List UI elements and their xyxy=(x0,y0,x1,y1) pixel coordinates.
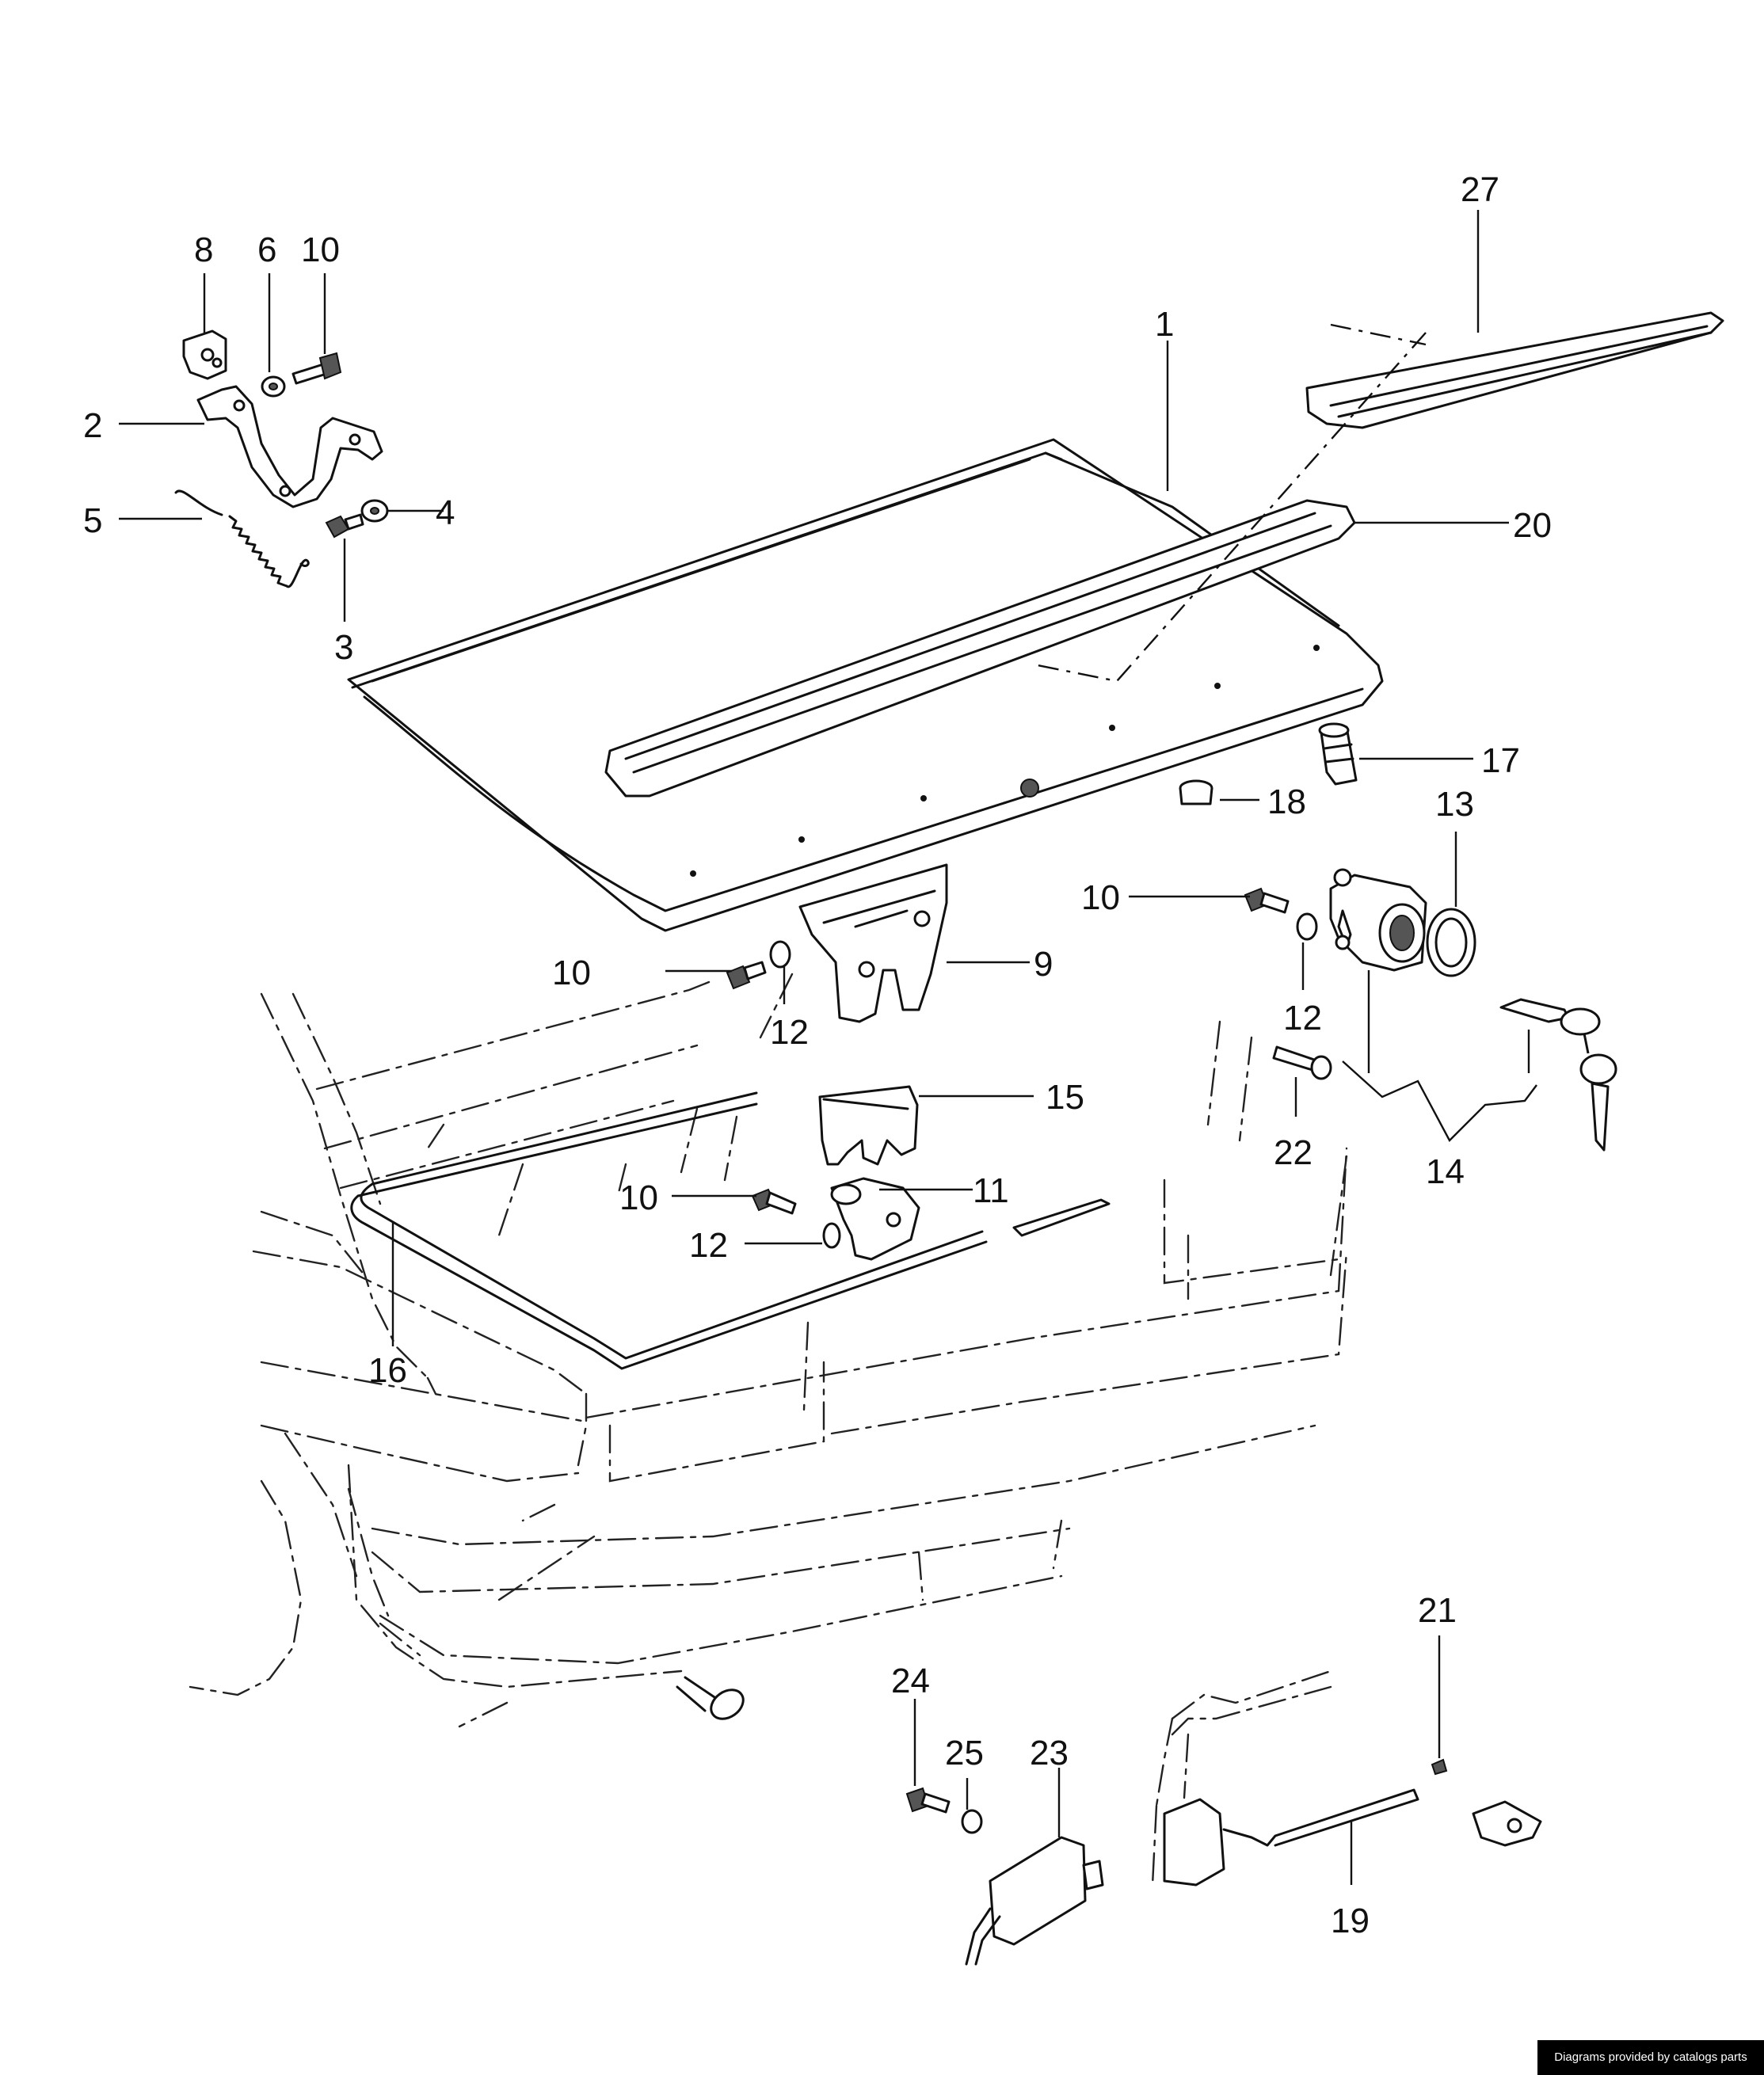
callout-8: 8 xyxy=(194,230,213,269)
bolt-part-10-hinge xyxy=(291,352,342,385)
washer-part-25 xyxy=(961,1809,983,1834)
callout-6: 6 xyxy=(257,230,276,269)
bolt-part-10-lock xyxy=(1244,887,1290,914)
latch-part-21 xyxy=(1472,1800,1542,1847)
callout-10-lock: 10 xyxy=(1081,878,1120,917)
washer-part-6 xyxy=(261,375,286,398)
phantom-27-top xyxy=(1330,323,1427,346)
callout-15: 15 xyxy=(1046,1078,1084,1117)
clip-part-21 xyxy=(1431,1758,1448,1776)
callout-11: 11 xyxy=(973,1171,1009,1210)
striker-part-11 xyxy=(830,1177,920,1261)
spring-part-5 xyxy=(174,489,310,588)
diagram-credit: Diagrams provided by catalogs parts xyxy=(1537,2040,1764,2075)
exhaust-tip xyxy=(676,1676,745,1720)
leader-lines xyxy=(119,210,1537,1885)
buffer-part-15 xyxy=(818,1085,919,1166)
callout-9: 9 xyxy=(1034,945,1053,984)
callout-10-striker: 10 xyxy=(619,1178,658,1217)
washer-part-12-latch xyxy=(769,940,791,969)
callout-27: 27 xyxy=(1461,170,1499,209)
callout-13: 13 xyxy=(1435,785,1474,824)
lock-cylinder-part-13 xyxy=(1329,868,1427,972)
cable-part-19 xyxy=(1151,1670,1419,1887)
lock-seal-ring-part-13 xyxy=(1426,908,1476,977)
stop-part-18 xyxy=(1179,779,1213,805)
callout-12-lock: 12 xyxy=(1283,999,1322,1038)
callout-labels: 27 1 20 17 18 13 10 12 22 14 9 10 12 15 … xyxy=(83,170,1552,1940)
callout-12-latch: 12 xyxy=(770,1013,809,1052)
hinge-part-2 xyxy=(196,385,383,508)
callout-18: 18 xyxy=(1267,782,1306,821)
seal-part-16 xyxy=(350,1091,1111,1370)
callout-14: 14 xyxy=(1426,1152,1465,1191)
bolt-part-24 xyxy=(905,1787,951,1814)
callout-21: 21 xyxy=(1418,1591,1457,1630)
car-body-phantom xyxy=(189,973,1348,1728)
hinge-buffer-part-8 xyxy=(182,329,227,380)
callout-16: 16 xyxy=(368,1351,407,1390)
callout-17: 17 xyxy=(1481,741,1520,780)
washer-part-12-lock xyxy=(1296,912,1318,941)
callout-22: 22 xyxy=(1274,1133,1313,1172)
stop-part-17 xyxy=(1318,722,1358,786)
bolt-part-10-striker xyxy=(751,1188,797,1215)
keys-part-14 xyxy=(1499,998,1617,1152)
callout-24: 24 xyxy=(891,1662,930,1700)
callout-1: 1 xyxy=(1155,305,1174,344)
bolt-part-10-latch xyxy=(726,961,767,990)
switch-part-23 xyxy=(965,1836,1104,1966)
washer-part-12-striker xyxy=(822,1222,841,1249)
callout-20: 20 xyxy=(1513,506,1552,545)
lid-trim-part-20 xyxy=(604,499,1356,798)
callout-23: 23 xyxy=(1030,1734,1069,1772)
callout-10-hinge: 10 xyxy=(301,230,340,269)
callout-19: 19 xyxy=(1331,1902,1370,1940)
callout-10-latch: 10 xyxy=(552,954,591,992)
callout-25: 25 xyxy=(945,1734,984,1772)
bolt-part-3 xyxy=(325,513,364,539)
washer-part-4 xyxy=(360,499,389,523)
callout-12-striker: 12 xyxy=(689,1226,728,1265)
screw-part-22 xyxy=(1272,1045,1332,1080)
moulding-part-27 xyxy=(1305,311,1724,429)
callout-2: 2 xyxy=(83,406,102,445)
callout-3: 3 xyxy=(334,628,353,667)
callout-4: 4 xyxy=(436,493,455,532)
lid-latch-part-9 xyxy=(798,863,948,1023)
callout-5: 5 xyxy=(83,501,102,540)
